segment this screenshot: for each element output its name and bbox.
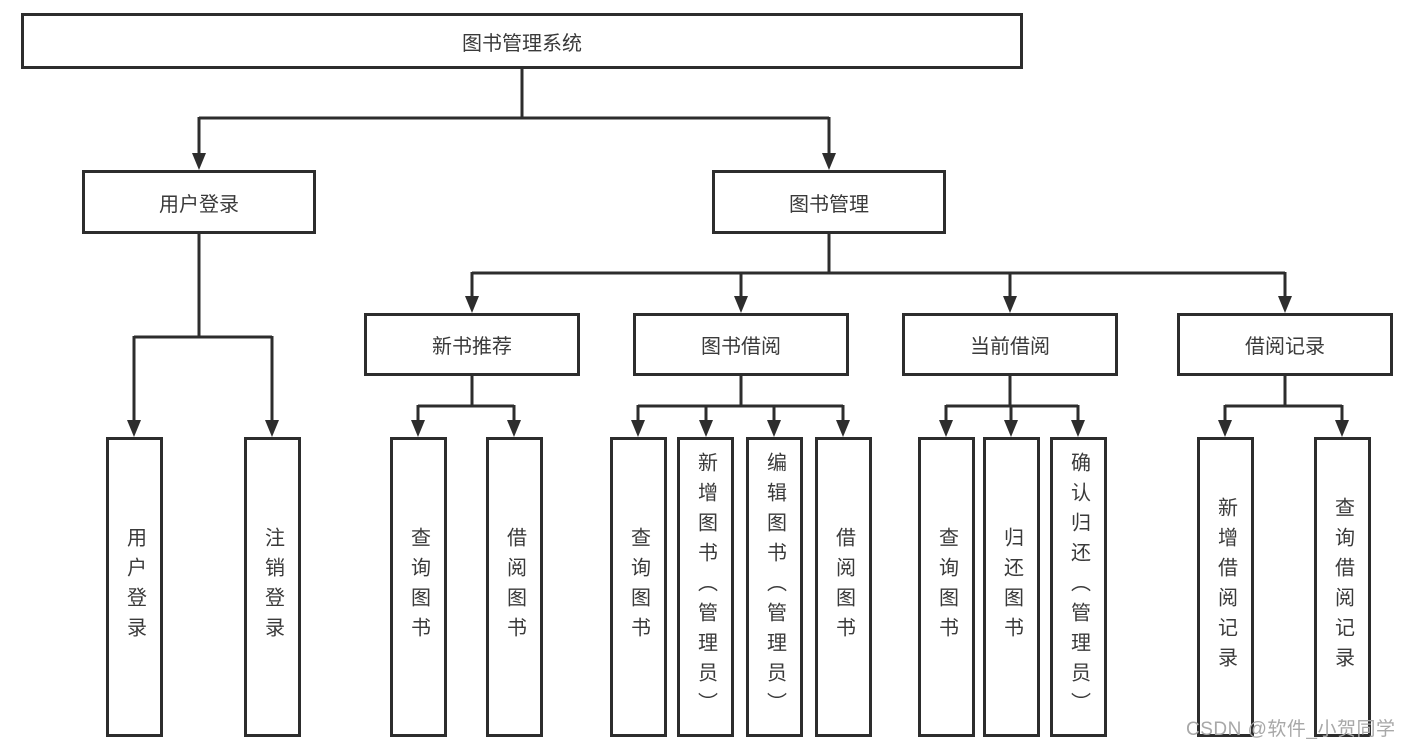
arrowhead-down-icon: [192, 153, 206, 170]
leaf-confirm-return-admin: 确认归还（管理员）: [1050, 437, 1107, 737]
leaf-borrow-books-borrowing: 借阅图书: [815, 437, 872, 737]
arrowhead-down-icon: [734, 296, 748, 313]
leaf-query-books-recommend: 查询图书: [390, 437, 447, 737]
arrowhead-down-icon: [699, 420, 713, 437]
node-book-management: 图书管理: [712, 170, 946, 234]
leaf-edit-book-admin: 编辑图书（管理员）: [746, 437, 803, 737]
leaf-borrow-books-recommend: 借阅图书: [486, 437, 543, 737]
arrowhead-down-icon: [1071, 420, 1085, 437]
arrowhead-down-icon: [939, 420, 953, 437]
leaf-add-book-admin: 新增图书（管理员）: [677, 437, 734, 737]
arrowhead-down-icon: [836, 420, 850, 437]
arrowhead-down-icon: [1004, 420, 1018, 437]
node-new-book-recommend: 新书推荐: [364, 313, 580, 376]
arrowhead-down-icon: [507, 420, 521, 437]
node-root: 图书管理系统: [21, 13, 1023, 69]
leaf-query-books-borrowing: 查询图书: [610, 437, 667, 737]
arrowhead-down-icon: [1218, 420, 1232, 437]
node-book-borrowing: 图书借阅: [633, 313, 849, 376]
node-user-login: 用户登录: [82, 170, 316, 234]
leaf-return-book: 归还图书: [983, 437, 1040, 737]
arrowhead-down-icon: [1335, 420, 1349, 437]
arrowhead-down-icon: [631, 420, 645, 437]
arrowhead-down-icon: [265, 420, 279, 437]
arrowhead-down-icon: [465, 296, 479, 313]
arrowhead-down-icon: [1003, 296, 1017, 313]
watermark: CSDN @软件_小贺同学: [1186, 719, 1396, 740]
arrowhead-down-icon: [127, 420, 141, 437]
leaf-query-books-current: 查询图书: [918, 437, 975, 737]
leaf-user-login: 用户登录: [106, 437, 163, 737]
connector-paths: [132, 68, 1344, 424]
node-borrow-records: 借阅记录: [1177, 313, 1393, 376]
arrowhead-down-icon: [1278, 296, 1292, 313]
leaf-add-borrow-record: 新增借阅记录: [1197, 437, 1254, 737]
node-current-borrowing: 当前借阅: [902, 313, 1118, 376]
leaf-logout: 注销登录: [244, 437, 301, 737]
arrowhead-down-icon: [411, 420, 425, 437]
arrowhead-down-icon: [822, 153, 836, 170]
leaf-query-borrow-record: 查询借阅记录: [1314, 437, 1371, 737]
arrowhead-down-icon: [767, 420, 781, 437]
